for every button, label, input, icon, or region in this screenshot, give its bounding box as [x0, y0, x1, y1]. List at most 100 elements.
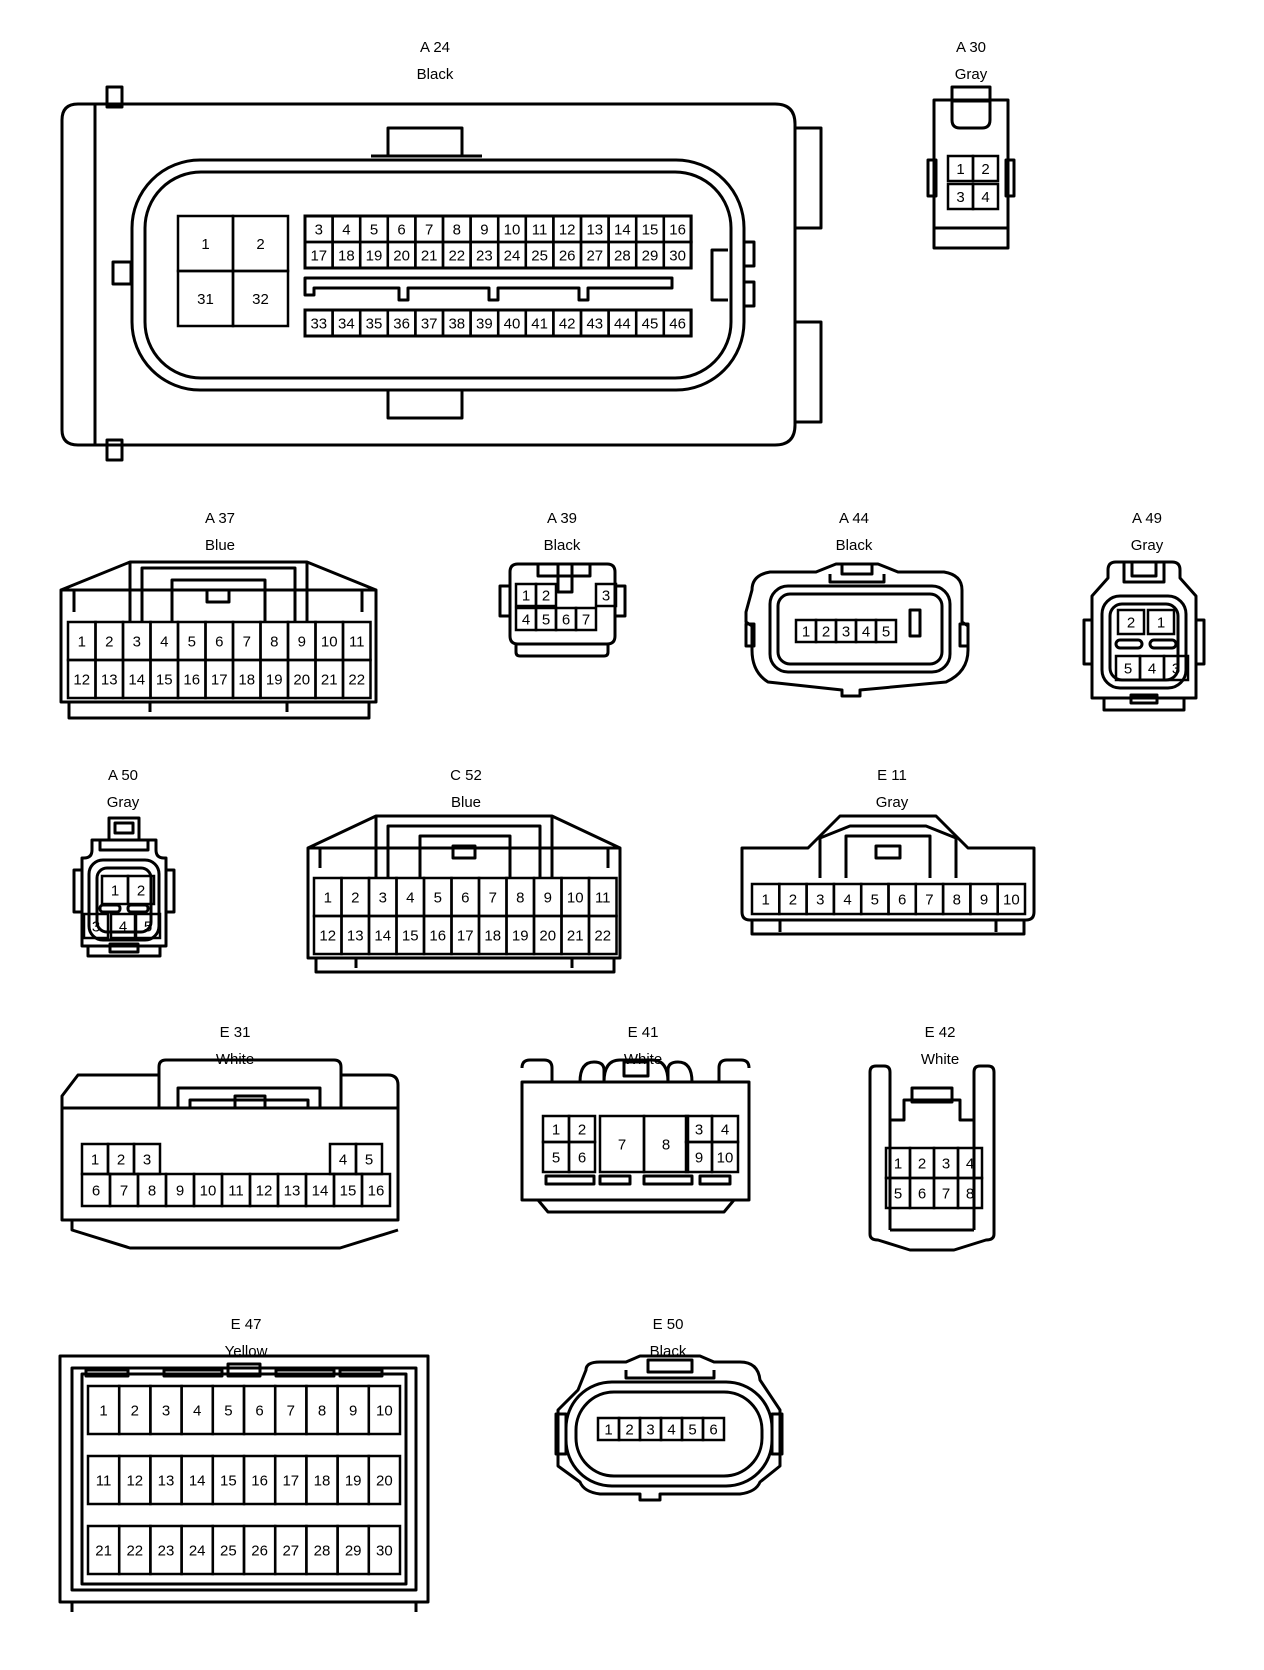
connector-a39-pin: 4 [514, 606, 538, 632]
pin-label: 4 [843, 892, 851, 909]
pin-label: 10 [321, 634, 338, 651]
pin-label: 11 [349, 634, 365, 651]
pin-label: 11 [595, 890, 611, 907]
pin-label: 2 [542, 588, 550, 605]
pin-label: 2 [117, 1152, 125, 1169]
connector-e41-pin: 10 [710, 1140, 740, 1174]
connector-a44-housing [744, 562, 970, 698]
pin-label: 25 [220, 1543, 237, 1560]
pin-label: 2 [918, 1156, 926, 1173]
pin-label: 8 [966, 1186, 974, 1203]
connector-a30-pin: 2 [971, 154, 1000, 183]
connector-c52-pin: 10 [560, 876, 591, 918]
pin-label: 19 [345, 1473, 362, 1490]
connector-a24-pin: 28 [607, 240, 638, 270]
connector-a24-pin: 44 [607, 308, 638, 338]
pin-label: 22 [594, 928, 611, 945]
connector-a24-pin: 15 [634, 214, 666, 244]
pin-label: 14 [374, 928, 391, 945]
pin-label: 15 [156, 672, 173, 689]
pin-label: 4 [342, 222, 350, 239]
connector-c52-pin: 15 [395, 914, 426, 956]
connector-a39-pin: 7 [574, 606, 598, 632]
pin-label: 4 [339, 1152, 347, 1169]
pin-label: 3 [315, 222, 323, 239]
connector-a37-pin: 4 [149, 620, 180, 662]
pin-label: 13 [158, 1473, 175, 1490]
pin-label: 1 [99, 1403, 107, 1420]
pin-label: 15 [642, 222, 659, 239]
connector-e11-pin: 6 [887, 882, 918, 916]
pin-label: 14 [312, 1183, 329, 1200]
pin-label: 20 [539, 928, 556, 945]
pin-label: 1 [111, 883, 119, 900]
connector-a30-housing [926, 85, 1016, 250]
connector-a24-pin: 23 [469, 240, 500, 270]
pin-label: 19 [366, 248, 383, 265]
connector-a24-pin: 18 [331, 240, 362, 270]
pin-label: 18 [238, 672, 255, 689]
pin-cell [594, 582, 618, 608]
connector-c52-housing [306, 814, 622, 974]
connector-a49-housing [1082, 560, 1206, 712]
connector-a50-pin: 5 [134, 912, 162, 940]
pin-label: 27 [282, 1543, 299, 1560]
pin-label: 6 [92, 1183, 100, 1200]
connector-e42-pin: 4 [956, 1146, 984, 1180]
connector-a39-pin: 3 [594, 582, 618, 608]
connector-e47-pin: 21 [86, 1524, 121, 1576]
connector-c52-pin: 14 [367, 914, 398, 956]
connector-a37-pin: 16 [176, 658, 207, 700]
pin-label: 11 [96, 1473, 112, 1490]
pin-label: 2 [1127, 615, 1135, 632]
pin-label: 7 [243, 634, 251, 651]
connector-e47-pin: 28 [305, 1524, 339, 1576]
pin-label: 20 [393, 248, 410, 265]
pin-label: 3 [646, 1422, 654, 1439]
connector-e47-pin: 7 [273, 1384, 308, 1436]
pin-label: 12 [319, 928, 336, 945]
connector-a37-pin: 3 [121, 620, 152, 662]
pin-label: 2 [981, 161, 989, 178]
pin-label: 4 [119, 919, 127, 936]
connector-e47-pin: 2 [117, 1384, 152, 1436]
pin-cell [367, 1384, 402, 1436]
pin-label: 5 [365, 1152, 373, 1169]
pin-label: 28 [314, 1543, 331, 1560]
pin-label: 42 [559, 316, 576, 333]
connector-a24-pin: 30 [662, 240, 693, 270]
pin-label: 6 [898, 892, 906, 909]
connector-a24-pin: 22 [441, 240, 472, 270]
pin-label: 2 [137, 883, 145, 900]
connector-a50-pin: 2 [126, 874, 156, 906]
pin-label: 9 [480, 222, 488, 239]
pin-label: 3 [816, 892, 824, 909]
pin-label: 32 [252, 291, 269, 308]
pin-label: 13 [101, 672, 118, 689]
pin-label: 9 [349, 1403, 357, 1420]
pin-label: 1 [552, 1122, 560, 1139]
connector-e50-housing [554, 1354, 784, 1502]
connector-a24-pin: 20 [386, 240, 417, 270]
connector-e47-pin: 25 [211, 1524, 246, 1576]
connector-e31-pin: 9 [164, 1172, 196, 1208]
connector-a24-pin: 5 [358, 214, 390, 244]
pin-cell [710, 1140, 740, 1174]
pin-label: 9 [176, 1183, 184, 1200]
connector-a24-pin: 21 [414, 240, 445, 270]
pin-label: 5 [370, 222, 378, 239]
pin-label: 10 [717, 1150, 734, 1167]
pin-label: 2 [625, 1422, 633, 1439]
connector-a24-pin: 31 [176, 269, 235, 328]
pin-label: 36 [393, 316, 410, 333]
connector-c52-pin: 13 [340, 914, 371, 956]
pin-label: 4 [406, 890, 414, 907]
connector-c52-pin: 4 [395, 876, 426, 918]
connector-e42-pin: 6 [908, 1176, 936, 1210]
connector-a44-pin: 4 [854, 618, 878, 644]
connector-c52-pin: 3 [367, 876, 398, 918]
connector-a24-pin: 16 [662, 214, 693, 244]
pin-label: 7 [425, 222, 433, 239]
pin-label: 1 [1157, 615, 1165, 632]
pin-label: 29 [642, 248, 659, 265]
